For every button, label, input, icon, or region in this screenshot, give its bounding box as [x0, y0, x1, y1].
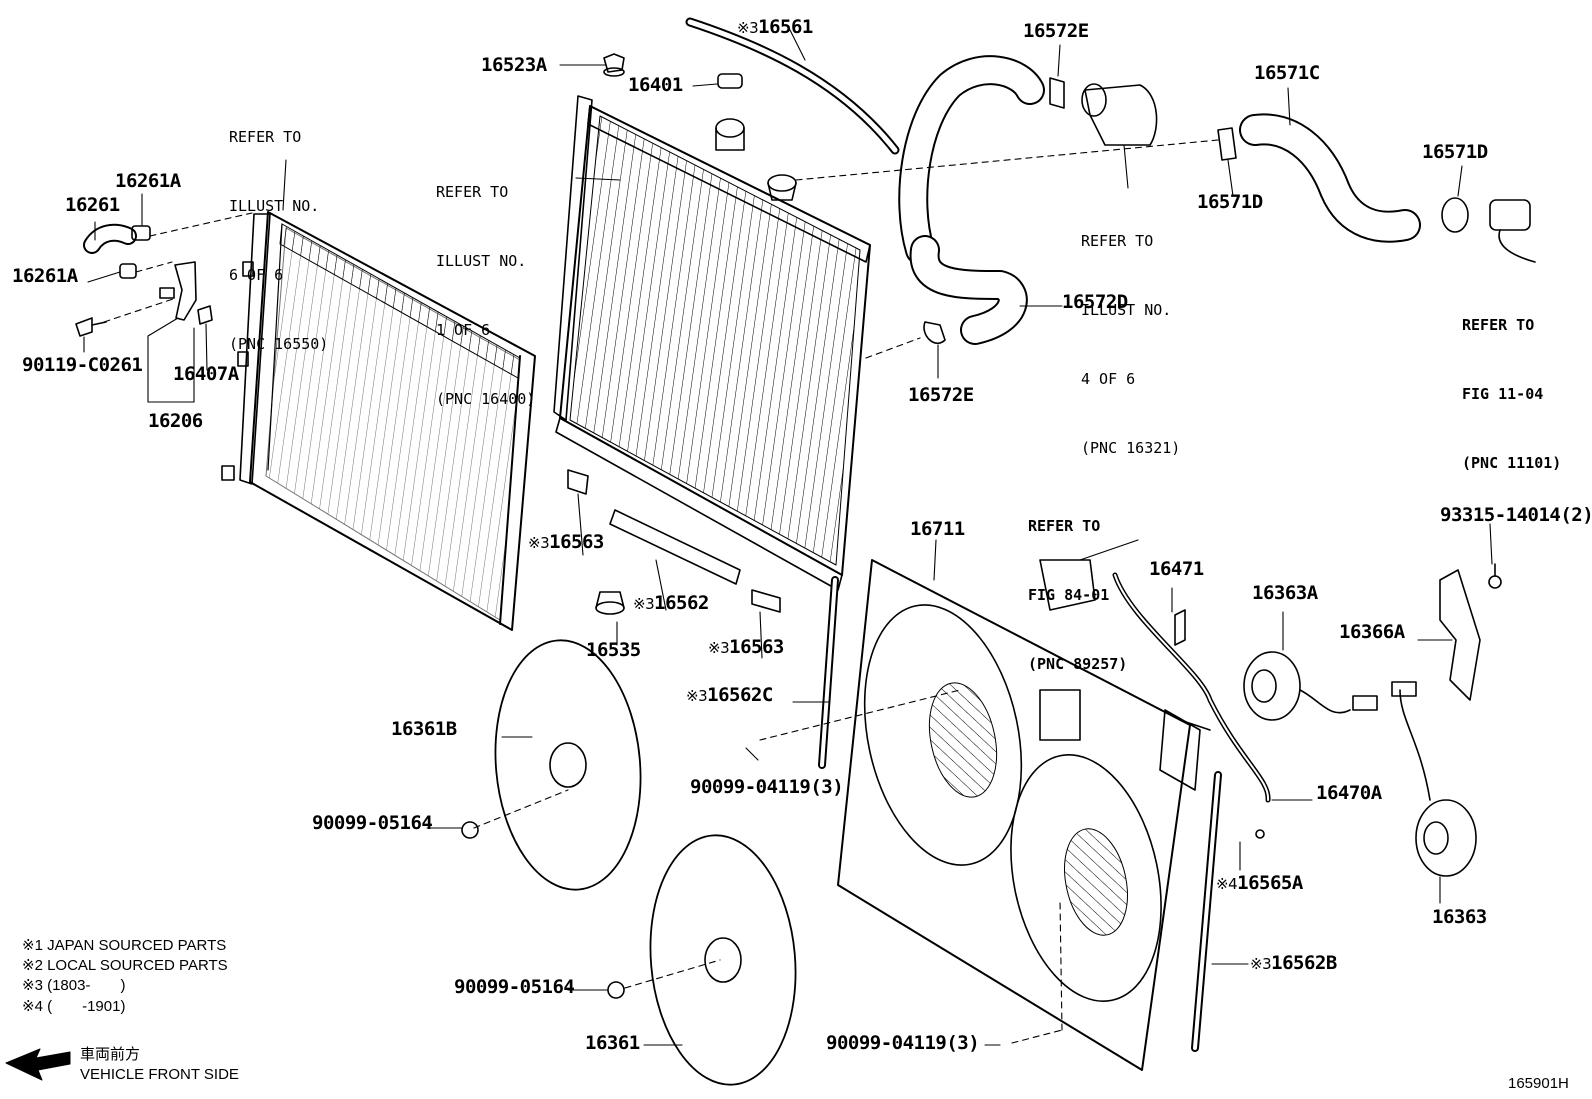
note-mark: ※3: [528, 534, 550, 552]
callout-16572E-bottom[interactable]: 16572E: [908, 384, 974, 406]
part-number: 16561: [758, 16, 813, 38]
callout-16407A[interactable]: 16407A: [173, 363, 239, 385]
callout-16571D-mid[interactable]: 16571D: [1197, 191, 1263, 213]
legend-note-3: ※3 (1803- ): [22, 977, 126, 994]
seals: [568, 470, 1218, 1048]
reference-pnc-16321[interactable]: REFER TO ILLUST NO. 4 OF 6 (PNC 16321): [1081, 184, 1180, 483]
direction-label-jp: 車両前方: [80, 1046, 141, 1063]
callout-16562C[interactable]: ※316562C: [686, 686, 773, 705]
part-number: 16565A: [1237, 872, 1303, 894]
callout-16711[interactable]: 16711: [910, 518, 965, 540]
fan-motors: [1040, 560, 1501, 876]
note-mark: ※3: [737, 19, 759, 37]
part-number: 16563: [549, 531, 604, 553]
callout-16561[interactable]: ※316561: [737, 18, 813, 37]
callout-16366A[interactable]: 16366A: [1339, 621, 1405, 643]
reference-line: REFER TO: [436, 183, 509, 201]
upper-small-parts: [604, 22, 895, 150]
reference-pnc-89257[interactable]: REFER TO FIG 84-01 (PNC 89257): [1028, 469, 1127, 699]
callout-16571D-right[interactable]: 16571D: [1422, 141, 1488, 163]
condenser: [222, 212, 535, 630]
reference-line: FIG 84-01: [1028, 586, 1110, 604]
reference-line: REFER TO: [1081, 232, 1154, 250]
upper-hoses: [913, 70, 1535, 343]
note-mark: ※3: [686, 687, 708, 705]
callout-90099-05164-bottom[interactable]: 90099-05164: [454, 976, 575, 998]
reference-line: 6 OF 6: [229, 266, 284, 284]
callout-16562B[interactable]: ※316562B: [1250, 954, 1337, 973]
reference-line: 1 OF 6: [436, 321, 491, 339]
note-mark: ※4: [1216, 875, 1238, 893]
callout-16563-right[interactable]: ※316563: [708, 638, 784, 657]
reference-pnc-16550[interactable]: REFER TO ILLUST NO. 6 OF 6 (PNC 16550): [229, 80, 328, 379]
callout-16261A-top[interactable]: 16261A: [115, 170, 181, 192]
legend-note-1: ※1 JAPAN SOURCED PARTS: [22, 937, 227, 954]
radiator: [554, 96, 870, 590]
diagram-code: 165901H: [1508, 1075, 1569, 1092]
reference-line: REFER TO: [1028, 517, 1101, 535]
callout-16563-left[interactable]: ※316563: [528, 533, 604, 552]
callout-16363A[interactable]: 16363A: [1252, 582, 1318, 604]
part-number: 16563: [729, 636, 784, 658]
leader-lines: [84, 30, 1492, 1045]
arrow-left-icon: [6, 1049, 70, 1080]
callout-16572E-top[interactable]: 16572E: [1023, 20, 1089, 42]
callout-90099-05164-top[interactable]: 90099-05164: [312, 812, 433, 834]
reference-line: ILLUST NO.: [229, 197, 320, 215]
callout-93315-14014[interactable]: 93315-14014(2): [1440, 504, 1592, 526]
callout-90099-04119-top[interactable]: 90099-04119(3): [690, 776, 844, 798]
callout-16470A[interactable]: 16470A: [1316, 782, 1382, 804]
reference-line: FIG 11-04: [1462, 385, 1544, 403]
callout-16361B[interactable]: 16361B: [391, 718, 457, 740]
callout-16535[interactable]: 16535: [586, 639, 641, 661]
reference-pnc-11101[interactable]: REFER TO FIG 11-04 (PNC 11101): [1462, 268, 1561, 498]
callout-16565A[interactable]: ※416565A: [1216, 874, 1303, 893]
note-mark: ※3: [633, 595, 655, 613]
callout-16523A[interactable]: 16523A: [481, 54, 547, 76]
note-mark: ※3: [708, 639, 730, 657]
left-small-parts: [76, 226, 212, 336]
legend-note-2: ※2 LOCAL SOURCED PARTS: [22, 957, 228, 974]
fan-16361B: [462, 634, 651, 896]
callout-16401[interactable]: 16401: [628, 74, 683, 96]
callout-90099-04119-bottom[interactable]: 90099-04119(3): [826, 1032, 980, 1054]
reference-line: (PNC 11101): [1462, 454, 1562, 472]
callout-16471[interactable]: 16471: [1149, 558, 1204, 580]
part-number: 16562: [654, 592, 709, 614]
callout-16261A-left[interactable]: 16261A: [12, 265, 78, 287]
direction-label-en: VEHICLE FRONT SIDE: [80, 1066, 239, 1083]
reference-line: (PNC 16400): [436, 390, 536, 408]
callout-16562[interactable]: ※316562: [633, 594, 709, 613]
callout-16572D[interactable]: 16572D: [1062, 291, 1128, 313]
reference-line: REFER TO: [229, 128, 302, 146]
callout-16361[interactable]: 16361: [585, 1032, 640, 1054]
reference-line: (PNC 16550): [229, 335, 329, 353]
reference-line: REFER TO: [1462, 316, 1535, 334]
reference-line: ILLUST NO.: [1081, 301, 1172, 319]
callout-16206[interactable]: 16206: [148, 410, 203, 432]
reference-line: (PNC 16321): [1081, 439, 1181, 457]
reference-pnc-16400[interactable]: REFER TO ILLUST NO. 1 OF 6 (PNC 16400): [436, 135, 535, 434]
fan-shroud: [838, 560, 1210, 1070]
part-number: 16562C: [707, 684, 773, 706]
reference-line: ILLUST NO.: [436, 252, 527, 270]
legend-note-4: ※4 ( -1901): [22, 998, 126, 1015]
dashed-connectors: [104, 140, 1218, 1043]
part-number: 16562B: [1271, 952, 1337, 974]
callout-90119-C0261[interactable]: 90119-C0261: [22, 354, 143, 376]
callout-16363[interactable]: 16363: [1432, 906, 1487, 928]
note-mark: ※3: [1250, 955, 1272, 973]
callout-16261[interactable]: 16261: [65, 194, 120, 216]
reference-line: 4 OF 6: [1081, 370, 1136, 388]
reference-line: (PNC 89257): [1028, 655, 1128, 673]
callout-16571C[interactable]: 16571C: [1254, 62, 1320, 84]
